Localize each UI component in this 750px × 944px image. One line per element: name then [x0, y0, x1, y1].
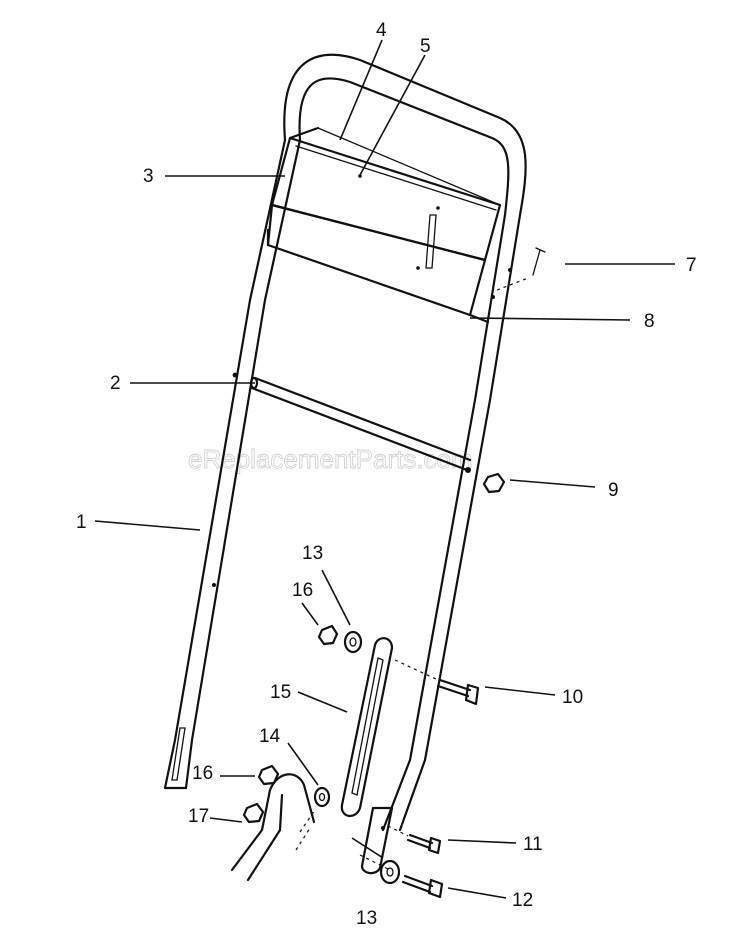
pin	[496, 247, 546, 291]
bolt-11	[387, 825, 442, 855]
callout-17: 17	[188, 806, 209, 827]
nut-9	[465, 467, 506, 494]
lower-bracket	[230, 773, 316, 882]
washer-14	[313, 786, 331, 808]
callout-12: 12	[512, 890, 533, 911]
callout-9: 9	[608, 480, 619, 501]
callout-10: 10	[562, 687, 583, 708]
callout-16-upper: 16	[292, 580, 313, 601]
callout-13-upper: 13	[302, 543, 323, 564]
bolt-12	[359, 854, 444, 899]
control-panel	[266, 126, 502, 324]
callout-1: 1	[76, 512, 87, 533]
callout-14: 14	[259, 726, 281, 747]
right-foot	[360, 806, 394, 875]
slotted-link	[340, 637, 394, 817]
callout-2: 2	[110, 373, 121, 394]
callout-11: 11	[523, 834, 543, 855]
callout-4: 4	[376, 20, 387, 41]
callout-3: 3	[143, 166, 154, 187]
washer-13-upper	[343, 630, 363, 654]
washer-13-lower	[379, 859, 401, 885]
callout-5: 5	[420, 36, 431, 57]
nut-16-lower	[257, 764, 280, 786]
callout-16-lower: 16	[192, 763, 213, 784]
callout-labels: 3 4 5 7 8 2 9 1 13 16 15 10 14 16 17 11 …	[76, 20, 697, 929]
callout-8: 8	[644, 311, 655, 332]
handle-frame	[163, 53, 527, 832]
callout-15: 15	[270, 682, 291, 703]
nut-17	[242, 802, 265, 824]
callout-7: 7	[686, 255, 697, 276]
callout-13-lower: 13	[356, 908, 377, 929]
nut-16-upper	[317, 624, 339, 646]
leader-lines	[94, 39, 675, 899]
bolt-10	[394, 659, 480, 706]
watermark-text: eReplacementParts.com	[188, 444, 473, 474]
